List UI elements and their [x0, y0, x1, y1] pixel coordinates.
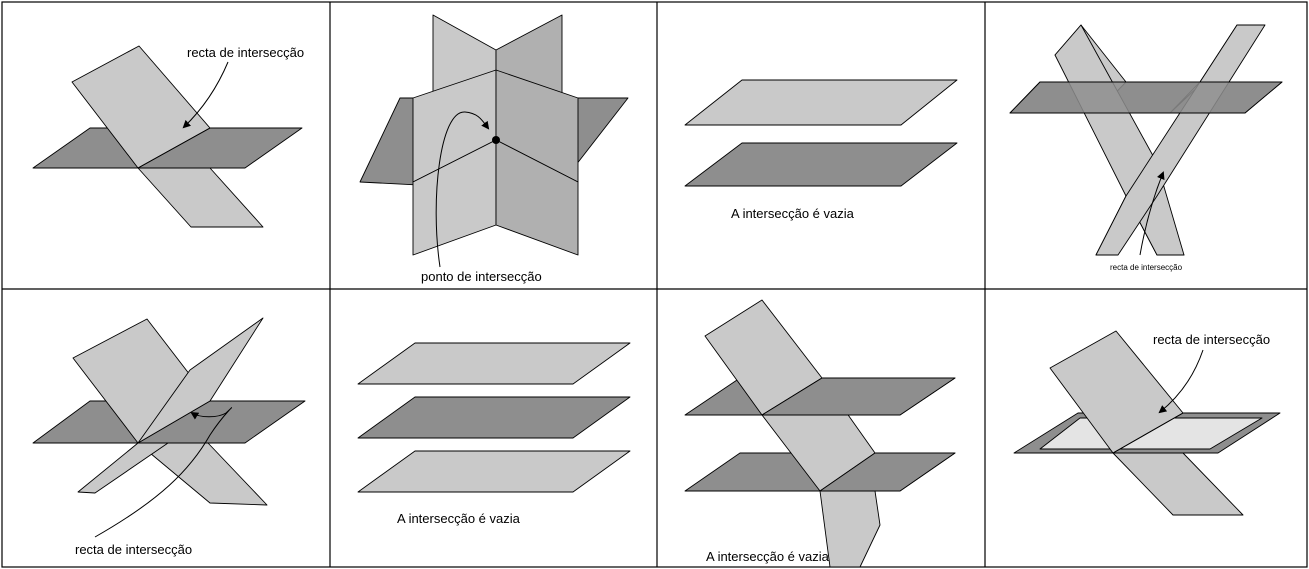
lower-plane-right: [495, 139, 579, 256]
intersection-line-label: recta de intersecção: [187, 45, 304, 60]
tilted-plane-bottom: [137, 167, 264, 228]
empty-intersection-label: A intersecção é vazia: [706, 549, 830, 564]
rotation-arrow: [94, 407, 232, 538]
panel-three-planes-parallel-lines: recta de intersecção: [1009, 24, 1283, 272]
intersection-point-label: ponto de intersecção: [421, 269, 542, 284]
intersection-line-label: recta de intersecção: [1153, 332, 1270, 347]
label-arrow: [1158, 349, 1204, 414]
intersection-line-label: recta de intersecção: [75, 542, 192, 557]
empty-intersection-label: A intersecção é vazia: [731, 206, 855, 221]
intersection-line-label: recta de intersecção: [1110, 263, 1183, 272]
lower-plane: [684, 142, 958, 187]
plane-b-top: [137, 317, 264, 444]
panel-three-planes-common-line: recta de intersecção: [32, 317, 306, 557]
panel-two-planes-line: recta de intersecção: [32, 45, 304, 228]
intersection-point: [492, 136, 500, 144]
tilted-plane-bottom: [1112, 452, 1244, 516]
bottom-plane: [357, 450, 631, 493]
upper-parallel-plane-right: [761, 377, 956, 416]
label-arrow: [1139, 171, 1165, 256]
empty-intersection-label: A intersecção é vazia: [397, 511, 521, 526]
middle-plane: [357, 396, 631, 439]
upper-plane: [684, 79, 958, 126]
horizontal-plane-front: [1009, 81, 1283, 114]
top-plane: [357, 342, 631, 385]
panel-three-parallel-planes: A intersecção é vazia: [357, 342, 631, 526]
panel-planes-inner-rectangle: recta de intersecção: [1013, 330, 1281, 516]
label-arrow: [435, 111, 490, 268]
panel-three-planes-point: ponto de intersecção: [359, 14, 629, 284]
plane-b-bottom: [77, 442, 169, 494]
panel-two-parallel-planes: A intersecção é vazia: [684, 79, 958, 221]
lower-parallel-plane-right: [819, 452, 956, 492]
panel-two-parallel-one-transversal: A intersecção é vazia: [684, 299, 956, 568]
label-arrow: [182, 61, 229, 129]
transversal-plane-bottom: [819, 490, 881, 568]
